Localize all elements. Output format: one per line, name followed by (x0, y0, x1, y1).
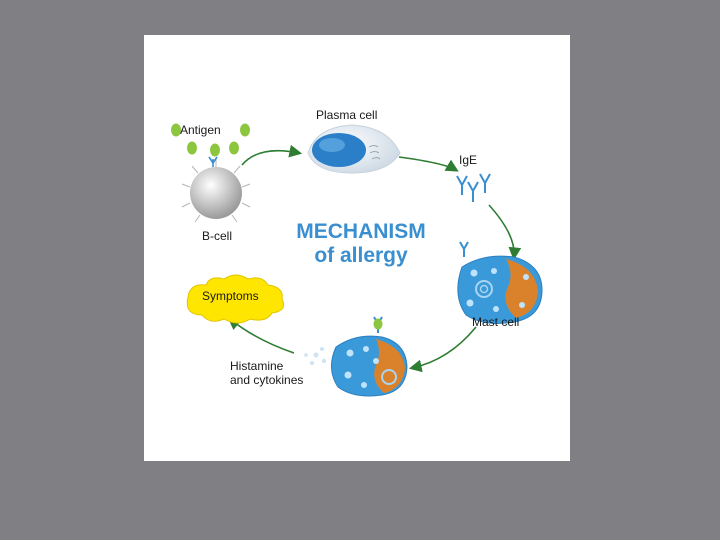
arrow-ige-to-mast (488, 204, 522, 261)
arrow-plasma-to-ige (398, 156, 459, 172)
arrow-histamine-to-symptoms (227, 316, 295, 354)
ige-antibody-icon (459, 241, 469, 257)
plasma-cell-icon (307, 124, 401, 174)
antigen-icon (171, 123, 250, 157)
antigen-label: Antigen (180, 123, 221, 137)
symptoms-label: Symptoms (202, 289, 259, 303)
b-cell-label: B-cell (202, 229, 233, 243)
plasma-cell-label: Plasma cell (316, 108, 378, 122)
histamine-label-line1: Histamine (230, 359, 284, 373)
mast-cell-label: Mast cell (472, 315, 520, 329)
arrow-mast-to-histamine (408, 326, 477, 373)
arrow-bcell-to-plasma (241, 144, 303, 166)
histamine-label-line2: and cytokines (230, 373, 304, 387)
symptoms-cloud-icon (186, 274, 285, 324)
allergy-cycle-diagram (171, 123, 543, 397)
cycle-arrows (227, 144, 522, 373)
mast-cell-icon (457, 255, 543, 324)
histamine-granules-icon (304, 347, 327, 365)
ige-label: IgE (459, 153, 478, 167)
diagram-title-line1: MECHANISM (296, 220, 426, 243)
diagram-panel: Antigen Plasma cell IgE B-cell Mast cell… (144, 35, 570, 461)
mast-cell-icon (331, 316, 408, 397)
ige-antibody-icon (456, 173, 491, 202)
diagram-title-line2: of allergy (314, 244, 408, 267)
b-cell-icon (181, 156, 251, 223)
